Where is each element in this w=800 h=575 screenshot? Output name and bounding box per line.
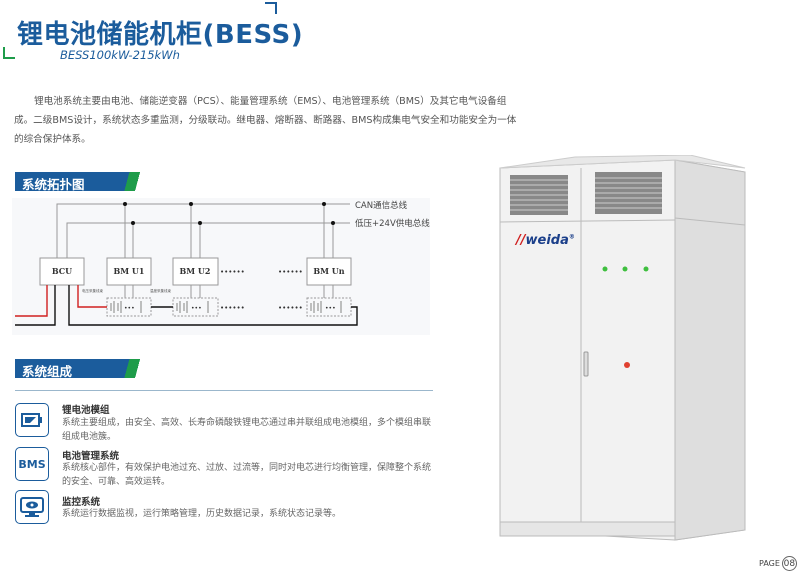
- bmun-label: BM Un: [313, 266, 344, 276]
- bcu-label: BCU: [52, 266, 72, 276]
- bus-junctions: [123, 202, 335, 225]
- item-desc: 系统运行数据监视，运行策略管理，历史数据记录，系统状态记录等。: [62, 509, 342, 519]
- temp-harness-label: 温度采集线束: [150, 288, 171, 293]
- voltage-harness-label: 电压采集线束: [82, 288, 103, 293]
- monitor-eye-icon: [15, 490, 49, 524]
- bmu1-label: BM U1: [114, 266, 145, 276]
- item-desc: 系统主要组成，由安全、高效、长寿命磷酸铁锂电芯通过串并联组成电池模组，多个模组串…: [62, 418, 432, 442]
- svg-text:•••: •••: [124, 305, 135, 312]
- corner-bracket: [265, 2, 277, 14]
- page-number: PAGE 08: [759, 556, 797, 571]
- brand-logo: //weida®: [516, 233, 575, 248]
- bms-icon: BMS: [15, 447, 49, 481]
- can-bus-label: CAN通信总线: [355, 200, 408, 211]
- ellipsis: ••••••: [220, 304, 245, 312]
- power-bus-label: 低压+24V供电总线: [355, 218, 430, 229]
- bess-cabinet-image: //weida®: [495, 155, 750, 545]
- ellipsis: ••••••: [278, 268, 303, 276]
- page-subtitle: BESS100kW-215kWh: [60, 48, 180, 62]
- item-title: 电池管理系统: [62, 451, 120, 462]
- bmu2-box: [172, 257, 219, 286]
- corner-bracket: [3, 47, 15, 59]
- cell-symbols: [110, 301, 342, 313]
- section-header-composition: 系统组成: [15, 359, 143, 379]
- ellipsis: ••••••: [278, 304, 303, 312]
- ellipsis: ••••••: [220, 268, 245, 276]
- item-title: 监控系统: [62, 497, 101, 508]
- svg-text:•••: •••: [325, 305, 336, 312]
- topology-diagram: CAN通信总线 低压+24V供电总线 BCU BM U1 BM U2 BM Un…: [12, 198, 430, 335]
- bmu1-box: [106, 257, 152, 286]
- section-header-topology: 系统拓扑图: [15, 172, 143, 192]
- bmun-box: [306, 257, 352, 286]
- battery-icon: [15, 403, 49, 437]
- bcu-box: [39, 257, 85, 286]
- intro-paragraph: 锂电池系统主要由电池、储能逆变器（PCS）、能量管理系统（EMS）、电池管理系统…: [14, 96, 517, 145]
- divider: [15, 390, 433, 391]
- item-title: 锂电池模组: [62, 405, 110, 416]
- page-title: 锂电池储能机柜(BESS): [17, 20, 304, 50]
- svg-text:•••: •••: [191, 305, 202, 312]
- item-desc: 系统核心部件，有效保护电池过充、过放、过流等，同时对电芯进行均衡管理，保障整个系…: [62, 463, 432, 487]
- bmu2-label: BM U2: [180, 266, 211, 276]
- bus-lines: [56, 203, 350, 298]
